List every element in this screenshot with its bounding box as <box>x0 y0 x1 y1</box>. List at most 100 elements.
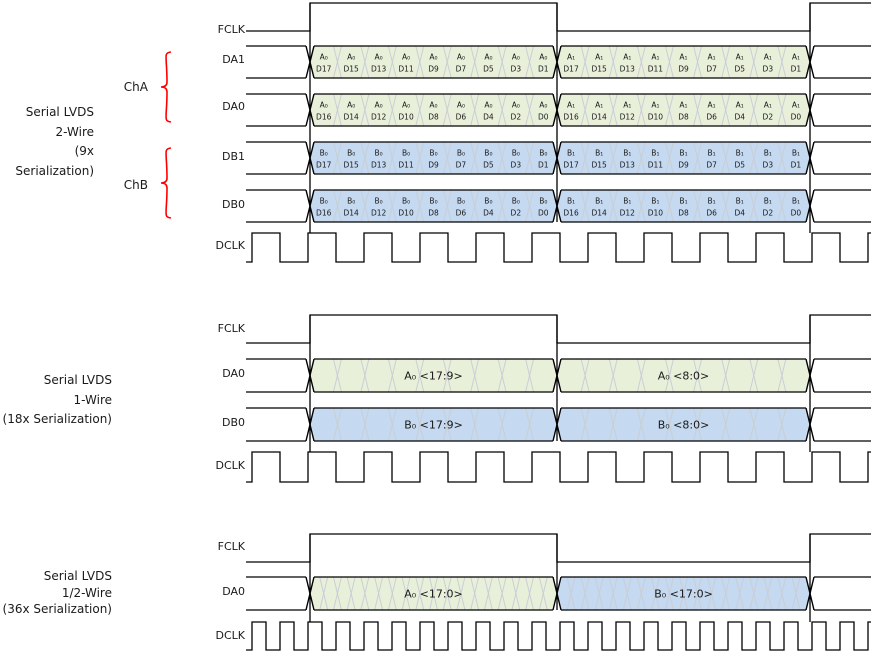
diagram-title-halfwire: Serial LVDS 1/2-Wire (36x Serialization) <box>0 568 112 618</box>
bit-separator-x <box>387 189 397 223</box>
bus-cell-bit: D7 <box>706 161 717 170</box>
bus-cell-word: B₀ <box>347 149 355 158</box>
bus-cell-bit: D3 <box>763 65 774 74</box>
bus-cell-bit: D2 <box>763 113 774 122</box>
bit-separator-x <box>693 141 703 175</box>
bit-separator-x <box>346 576 356 611</box>
bit-separator-x <box>497 141 507 175</box>
bus-data-frame <box>310 190 557 222</box>
bus-frame-label: B₀ <8:0> <box>658 419 710 432</box>
bit-separator-x <box>721 45 731 79</box>
bit-separator-x <box>360 141 370 175</box>
bit-separator-x <box>580 576 590 611</box>
bit-separator-x <box>707 576 717 611</box>
signal-label-db1: DB1 <box>221 150 245 163</box>
bit-separator-x <box>525 189 535 223</box>
bus-cell-bit: D1 <box>538 65 549 74</box>
bus-cell-bit: D0 <box>791 209 802 218</box>
bit-separator-x <box>693 93 703 127</box>
bus-cell-word: A₀ <box>347 53 355 62</box>
bit-separator-x <box>332 189 342 223</box>
bus-frame-label: B₀ <17:0> <box>654 588 713 601</box>
bit-separator-x <box>749 93 759 127</box>
bit-separator-x <box>387 45 397 79</box>
bus-cell-word: A₀ <box>512 101 520 110</box>
bit-separator-x <box>721 189 731 223</box>
bit-separator-x <box>749 358 759 393</box>
bit-separator-x <box>763 576 773 611</box>
bus-cell-bit: D7 <box>706 65 717 74</box>
bus-cell-bit: D11 <box>648 161 664 170</box>
dclk-waveform <box>246 451 871 483</box>
title-line: Serial LVDS <box>43 373 112 387</box>
bit-separator-x <box>777 407 787 442</box>
signal-label-fclk-1: FCLK <box>217 23 245 36</box>
signal-label-dclk-1: DCLK <box>215 239 246 252</box>
bus-cell-word: B₀ <box>402 149 410 158</box>
bit-separator-x <box>332 407 342 442</box>
bus-cell-word: A₀ <box>484 101 492 110</box>
bus-cell-bit: D13 <box>620 161 636 170</box>
bit-separator-x <box>442 45 452 79</box>
bus-cell-bit: D14 <box>592 209 608 218</box>
bit-separator-x <box>525 141 535 175</box>
bit-separator-x <box>566 576 576 611</box>
bus-cell-bit: D5 <box>483 161 494 170</box>
bit-separator-x <box>749 407 759 442</box>
bit-separator-x <box>693 576 703 611</box>
bus-cell-word: B₀ <box>539 197 547 206</box>
bus-cell-bit: D12 <box>620 113 636 122</box>
bus-cell-word: A₁ <box>567 101 575 110</box>
bus-cell-word: B₀ <box>375 149 383 158</box>
bit-separator-x <box>525 45 535 79</box>
bit-separator-x <box>483 576 493 611</box>
title-line: Serial LVDS <box>25 105 94 119</box>
bus-cell-bit: D12 <box>371 209 387 218</box>
bit-separator-x <box>608 358 618 393</box>
bit-separator-x <box>721 407 731 442</box>
bit-separator-x <box>332 576 342 611</box>
bus-cell-word: B₀ <box>429 149 437 158</box>
bit-separator-x <box>497 358 507 393</box>
bus-cell-bit: D15 <box>344 161 360 170</box>
bus-cell-bit: D8 <box>678 113 689 122</box>
bus-cell-bit: D15 <box>592 161 608 170</box>
bus-data-frame <box>310 408 557 441</box>
bus-frame-label: A₀ <17:0> <box>404 588 463 601</box>
bus-cell-bit: D5 <box>734 161 745 170</box>
bit-separator-x <box>442 93 452 127</box>
signal-label-da0-2: DA0 <box>222 367 245 380</box>
channel-brace-cha <box>160 51 172 123</box>
bit-separator-x <box>332 45 342 79</box>
bus-cell-word: A₀ <box>484 53 492 62</box>
bit-separator-x <box>415 141 425 175</box>
bus-cell-bit: D6 <box>456 113 467 122</box>
bus-cell-bit: D13 <box>371 161 387 170</box>
bus-cell-word: A₁ <box>736 53 744 62</box>
bus-cell-bit: D9 <box>678 161 689 170</box>
bus-cell-bit: D14 <box>344 209 360 218</box>
bus-cell-word: A₀ <box>320 53 328 62</box>
bus-cell-word: B₀ <box>375 197 383 206</box>
bit-separator-x <box>721 141 731 175</box>
bit-separator-x <box>664 93 674 127</box>
bit-separator-x <box>777 358 787 393</box>
bus-cell-word: B₁ <box>792 149 800 158</box>
channel-label-chb: ChB <box>123 178 148 192</box>
bus-cell-bit: D6 <box>456 209 467 218</box>
signal-label-da1: DA1 <box>222 53 245 66</box>
bit-separator-x <box>693 407 703 442</box>
bit-separator-x <box>580 141 590 175</box>
bit-separator-x <box>332 141 342 175</box>
bit-separator-x <box>679 576 688 611</box>
bit-separator-x <box>693 45 703 79</box>
bus-cell-word: A₁ <box>595 53 603 62</box>
bus-data-frame <box>557 190 810 222</box>
bus-data-frame <box>310 94 557 126</box>
bit-separator-x <box>608 576 618 611</box>
bit-separator-x <box>401 576 411 611</box>
bus-cell-word: B₀ <box>402 197 410 206</box>
bus-cell-bit: D16 <box>563 209 579 218</box>
bit-separator-x <box>636 407 646 442</box>
bus-cell-word: A₀ <box>457 101 465 110</box>
